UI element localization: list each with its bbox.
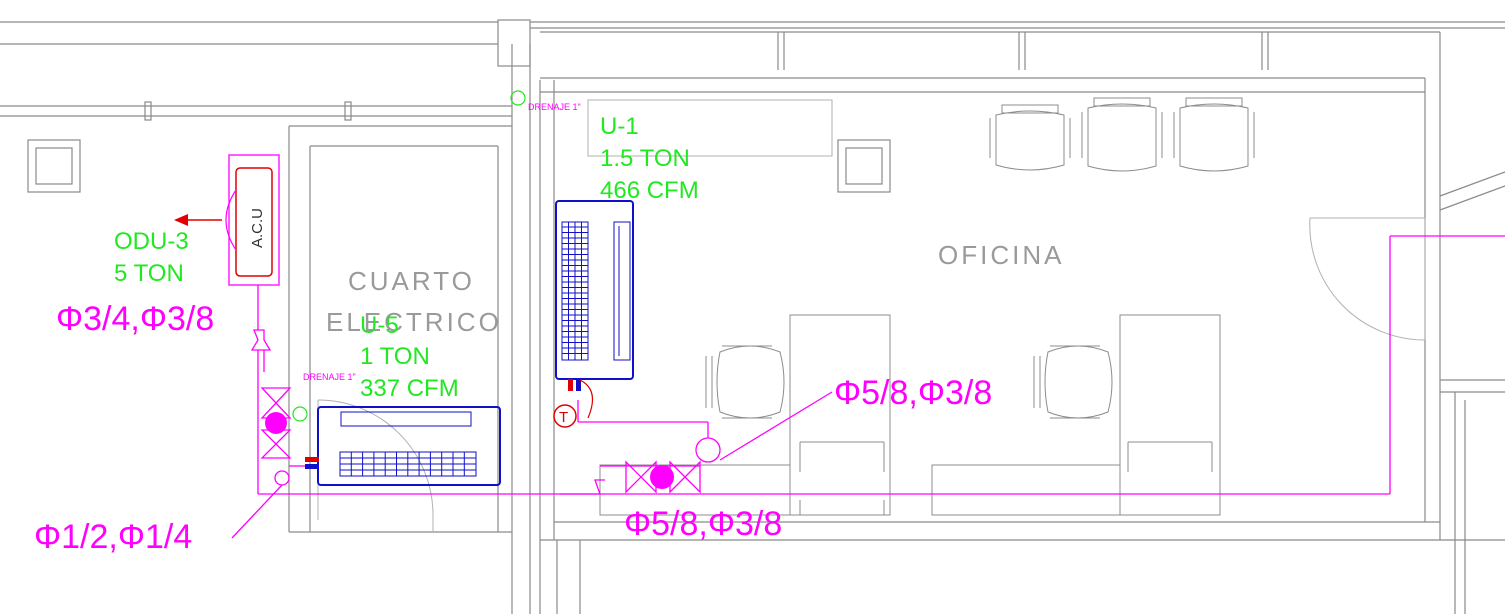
odu-capacity: 5 TON [114,260,184,287]
u1-grille [562,222,588,360]
chair [705,345,785,419]
thermostat-symbol: T [559,409,568,426]
acu-label: A.C.U [249,208,266,248]
furniture [599,97,1255,516]
ceiling-panel [587,99,833,157]
refrigerant-pipes [231,235,1505,539]
drain-left: DRENAJE 1" [292,372,356,422]
structural-column [497,19,531,67]
drain-icon [292,406,308,422]
u5-airflow: 337 CFM [360,375,459,402]
u1-airflow: 466 CFM [600,177,699,204]
u1-name: U-1 [600,113,639,140]
odu-name: ODU-3 [114,228,189,255]
desk-return [599,464,791,516]
pipe-label-main: Φ3/4,Φ3/8 [56,300,214,338]
walls [0,19,1505,614]
indoor-unit-u1 [555,200,634,391]
chair [1173,97,1255,172]
room-label-oficina: OFICINA [938,240,1064,270]
airflow-arrow-icon [174,214,188,226]
pipe-label-u1-upper: Φ5/8,Φ3/8 [834,374,992,412]
pipe-label-u1-lower: Φ5/8,Φ3/8 [624,505,782,543]
chair [989,104,1071,171]
drain-top: DRENAJE 1" [510,90,581,112]
branch-joint-icon [650,465,674,489]
u1-capacity: 1.5 TON [600,145,690,172]
room-label-electrico: ELECTRICO [326,307,502,337]
pipe-label-u5: Φ1/2,Φ1/4 [34,518,192,556]
chair [1081,97,1163,172]
u5-grille [340,452,476,476]
desk [1119,314,1221,516]
drain-icon [510,90,526,106]
drain-left-label: DRENAJE 1" [303,372,356,382]
u5-name: U-5 [360,312,399,339]
chair [1033,345,1113,419]
room-label-cuarto: CUARTO [348,266,475,296]
drain-top-label: DRENAJE 1" [528,102,581,112]
columns [27,99,891,193]
thermostat-icon [553,404,577,428]
u5-capacity: 1 TON [360,343,430,370]
thermostat: T [553,379,594,428]
desk-return [931,464,1121,516]
branch-joint-icon [265,412,287,434]
outdoor-unit-acu: A.C.U [174,154,280,286]
desk [789,314,891,516]
indoor-unit-u5 [305,406,501,486]
